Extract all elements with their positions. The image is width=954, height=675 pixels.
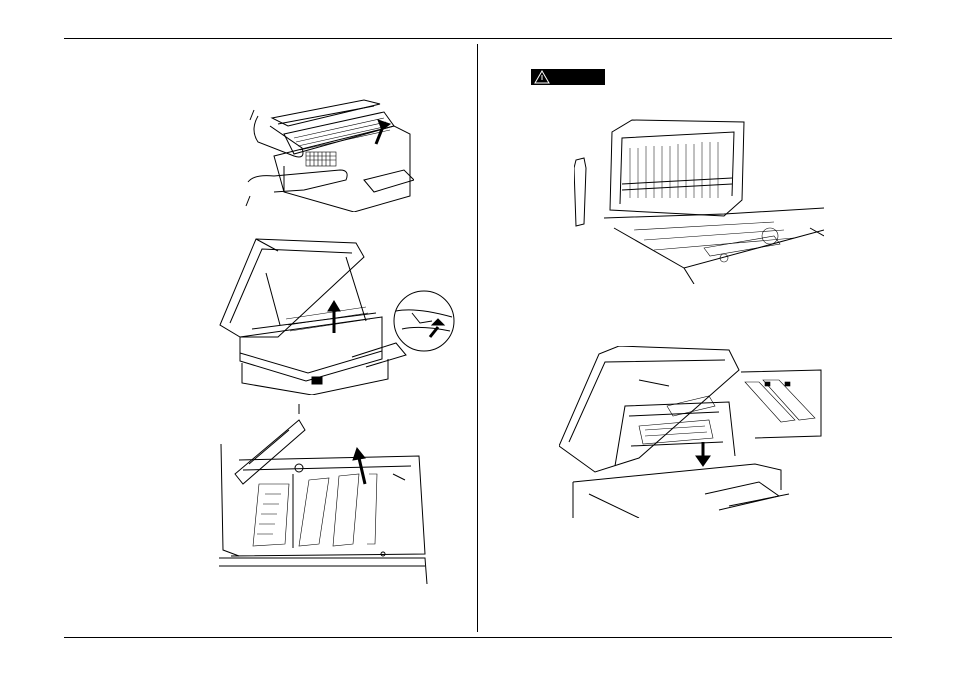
fax-open-printer-cover-illustration	[216, 233, 456, 395]
fax-remove-cartridge-illustration	[219, 404, 429, 584]
footer-rule	[64, 637, 892, 638]
header-rule	[64, 38, 892, 39]
caution-badge	[531, 69, 605, 85]
warning-triangle-icon	[534, 70, 550, 84]
fax-install-cartridge-illustration	[559, 346, 830, 518]
fax-interior-view-illustration	[574, 118, 824, 284]
column-divider	[477, 44, 478, 632]
fax-open-control-panel-illustration	[244, 96, 414, 212]
